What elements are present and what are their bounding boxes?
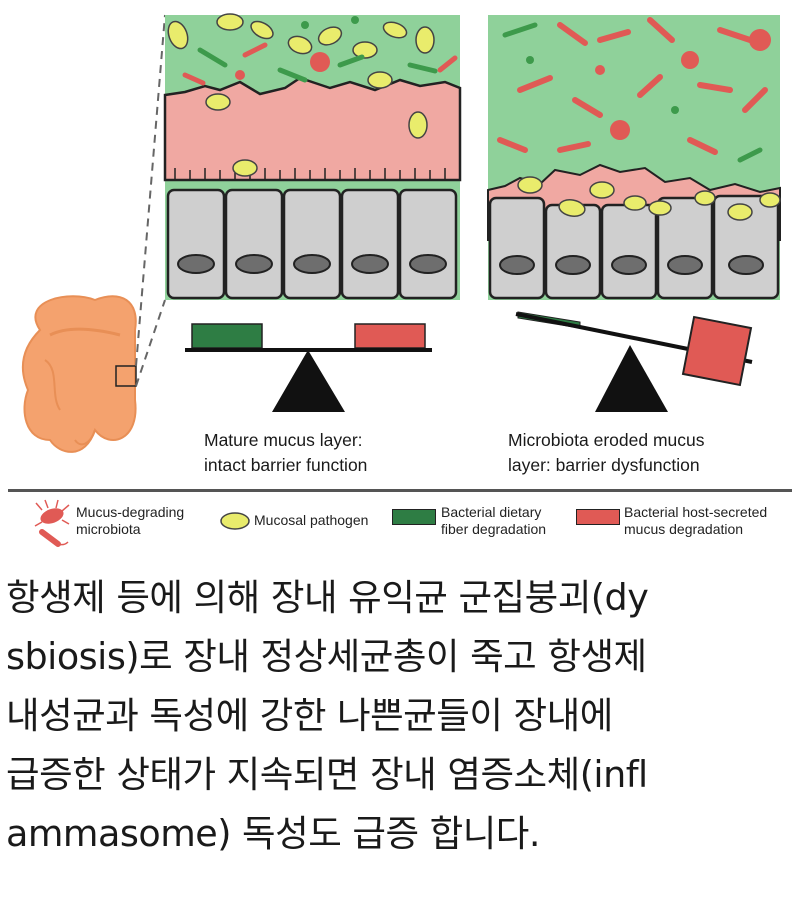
yellow-oval-icon [220, 512, 250, 530]
korean-caption: 항생제 등에 의해 장내 유익균 군집붕괴(dy sbiosis)로 장내 정상… [6, 568, 796, 863]
mucus-degradation-bar-right [681, 315, 753, 387]
right-panel-caption-line1: Microbiota eroded mucus [508, 430, 705, 450]
balance-scale-left [185, 323, 432, 412]
fiber-degradation-bar-left [191, 323, 263, 349]
red-bar-icon [576, 509, 620, 525]
caption-line: sbiosis)로 장내 정상세균총이 죽고 항생제 [6, 635, 647, 678]
green-bar-icon [392, 509, 436, 525]
caption-line: 내성균과 독성에 강한 나쁜균들이 장내에 [6, 694, 613, 737]
pathogens-left [167, 13, 435, 177]
left-panel [163, 13, 462, 300]
caption-line: ammasome) 독성도 급증 합니다. [6, 812, 541, 855]
legend-label-fiber-degradation: Bacterial dietary fiber degradation [441, 504, 547, 537]
colon-illustration [22, 295, 137, 453]
microbes-right [497, 17, 771, 163]
legend-label-mucus-degradation: Bacterial host-secreted mucus degradatio… [624, 504, 768, 537]
zoom-box [115, 365, 137, 387]
right-panel [487, 15, 781, 300]
epithelium-right [488, 194, 780, 300]
caption-line: 급증한 상태가 지속되면 장내 염증소체(infl [6, 753, 648, 796]
right-panel-caption-line2: layer: barrier dysfunction [508, 455, 700, 475]
zoom-line-top [135, 14, 166, 367]
legend: Mucus-degrading microbiota Mucosal patho… [8, 489, 792, 557]
zoom-line-bottom [135, 299, 166, 387]
balance-scale-right [515, 311, 753, 412]
epithelium-left [166, 188, 458, 300]
left-panel-caption-line1: Mature mucus layer: [204, 430, 363, 450]
gut-barrier-figure: Mature mucus layer: intact barrier funct… [22, 13, 781, 475]
left-panel-caption-line2: intact barrier function [204, 455, 367, 475]
mucus-degradation-bar-left [354, 323, 426, 349]
legend-label-mucosal-pathogen: Mucosal pathogen [254, 512, 369, 528]
microbes-left [182, 16, 458, 86]
legend-label-mucus-degrading: Mucus-degrading microbiota [76, 504, 185, 537]
caption-line: 항생제 등에 의해 장내 유익균 군집붕괴(dy [6, 576, 649, 619]
mucus-degrading-microbe-icon [34, 499, 70, 547]
pathogens-right [517, 176, 781, 221]
